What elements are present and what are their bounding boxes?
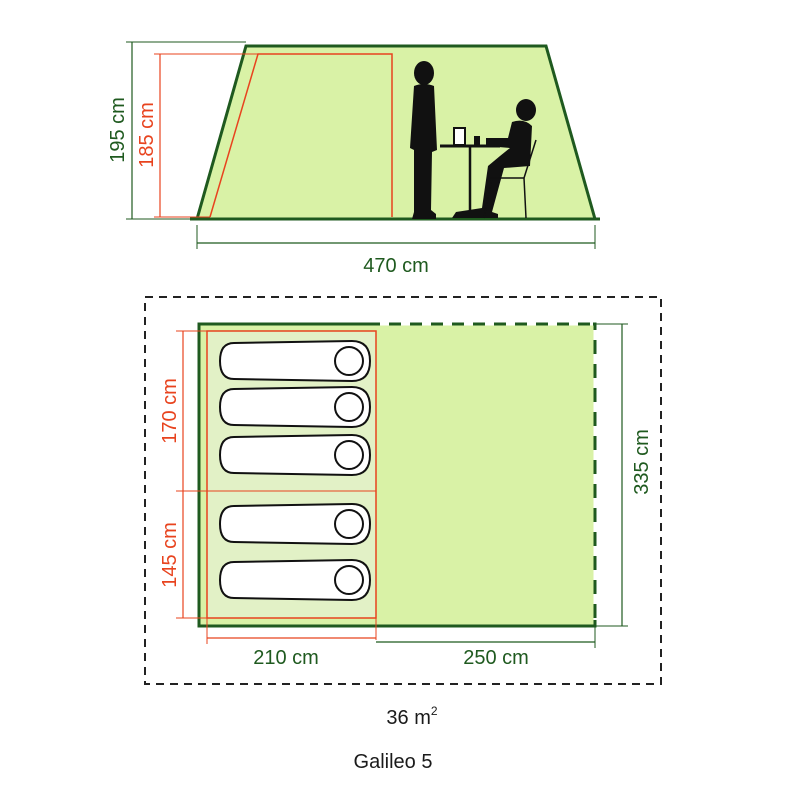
area-unit-superscript: 2 bbox=[431, 704, 438, 718]
sleeping-bag-body bbox=[218, 558, 372, 602]
sleeping-bag-icon bbox=[218, 385, 372, 429]
living-depth-label: 250 cm bbox=[463, 647, 529, 669]
sleeping-bag-pillow bbox=[334, 346, 364, 376]
sleeping-bag-icon bbox=[218, 433, 372, 477]
bedroom-lower-label: 145 cm bbox=[159, 522, 181, 588]
sleeping-bag-pillow bbox=[334, 509, 364, 539]
sleeping-bag-body bbox=[218, 339, 372, 383]
sleeping-bag-icon bbox=[218, 558, 372, 602]
outer-height-label: 195 cm bbox=[107, 97, 129, 163]
sleeping-bags bbox=[218, 339, 372, 602]
seated-person-icon bbox=[452, 99, 536, 218]
length-label: 470 cm bbox=[363, 255, 429, 277]
sleeping-bag-icon bbox=[218, 502, 372, 546]
bedroom-depth-label: 210 cm bbox=[253, 647, 319, 669]
floor-plan: 170 cm 145 cm 210 cm 250 cm 335 cm bbox=[144, 296, 662, 685]
area-label: 36 m2 bbox=[386, 704, 437, 729]
width-label: 335 cm bbox=[631, 429, 653, 495]
inner-height-label: 185 cm bbox=[136, 102, 158, 168]
sleeping-bag-body bbox=[218, 385, 372, 429]
tent-side-body bbox=[195, 44, 597, 221]
sleeping-bag-pillow bbox=[334, 565, 364, 595]
standing-person-icon bbox=[410, 61, 437, 219]
side-view: 195 cm 185 cm 470 cm bbox=[107, 41, 600, 277]
bedroom-side-outline bbox=[209, 53, 393, 218]
product-name: Galileo 5 bbox=[354, 751, 433, 773]
sleeping-bag-body bbox=[218, 433, 372, 477]
sleeping-bag-pillow bbox=[334, 392, 364, 422]
sleeping-bag-pillow bbox=[334, 440, 364, 470]
bedroom-upper-label: 170 cm bbox=[159, 378, 181, 444]
footprint-outline bbox=[144, 296, 662, 685]
table-icon bbox=[440, 127, 500, 217]
sleeping-bag-body bbox=[218, 502, 372, 546]
chair-icon bbox=[483, 139, 537, 219]
area-value: 36 m bbox=[386, 707, 430, 729]
sleeping-bag-icon bbox=[218, 339, 372, 383]
